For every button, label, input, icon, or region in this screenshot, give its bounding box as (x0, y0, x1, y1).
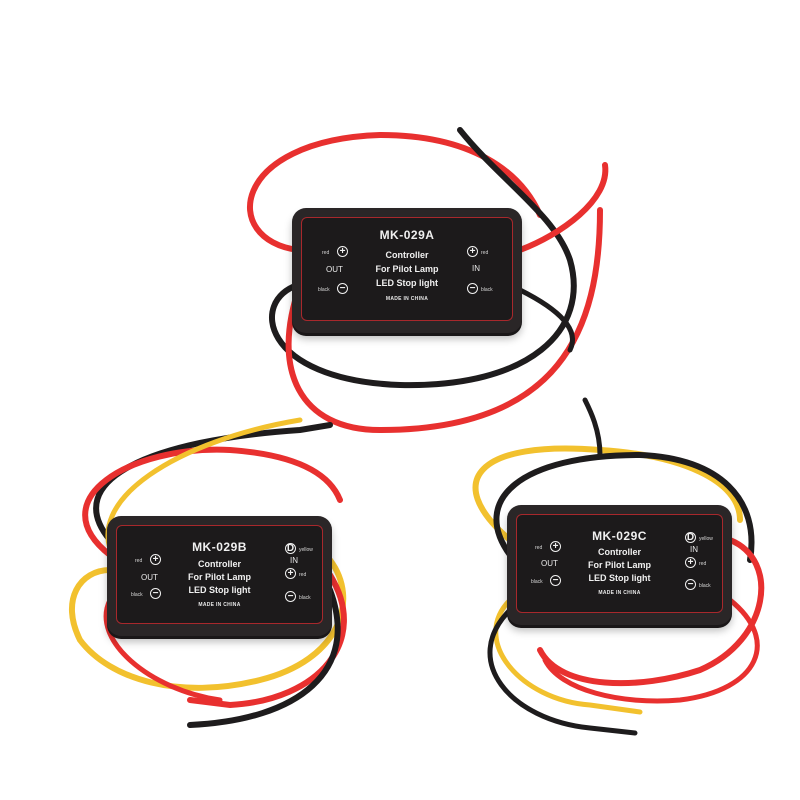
plus-icon: + (150, 554, 161, 565)
in-label: IN (290, 556, 298, 565)
out-label: OUT (141, 573, 158, 582)
label-panel: MK-029B Controller For Pilot Lamp LED St… (116, 525, 323, 624)
minus-icon: − (467, 283, 478, 294)
in-plus-color: red (299, 572, 307, 578)
in-label: IN (690, 545, 698, 554)
model-number: MK-029B (192, 540, 247, 554)
plus-icon: + (285, 568, 296, 579)
in-plus-color: red (699, 561, 707, 567)
out-label: OUT (326, 265, 343, 274)
controller-module-c: MK-029C Controller For Pilot Lamp LED St… (507, 505, 732, 625)
minus-icon: − (550, 575, 561, 586)
in-minus-color: black (481, 287, 493, 293)
minus-icon: − (285, 591, 296, 602)
label-line-3: LED Stop light (376, 278, 438, 288)
label-line-1: Controller (385, 250, 429, 260)
in-minus-color: black (699, 583, 711, 589)
out-label: OUT (541, 559, 558, 568)
in-label: IN (472, 264, 480, 273)
label-line-2: For Pilot Lamp (375, 264, 439, 274)
plus-icon: + (467, 246, 478, 257)
out-minus-color: black (318, 287, 330, 293)
out-plus-color: red (322, 250, 330, 256)
out-plus-color: red (535, 545, 543, 551)
out-minus-color: black (131, 592, 143, 598)
minus-icon: − (150, 588, 161, 599)
in-plus-color: red (481, 250, 489, 256)
in-minus-color: black (299, 595, 311, 601)
label-line-1: Controller (197, 559, 241, 569)
label-line-1: Controller (597, 547, 641, 557)
label-line-3: LED Stop light (588, 573, 651, 583)
model-number: MK-029A (379, 228, 435, 242)
controller-module-b: MK-029B Controller For Pilot Lamp LED St… (107, 516, 332, 636)
minus-icon: − (337, 283, 348, 294)
minus-icon: − (685, 579, 696, 590)
label-line-2: For Pilot Lamp (588, 560, 651, 570)
made-in-label: MADE IN CHINA (598, 590, 641, 596)
label-panel: MK-029C Controller For Pilot Lamp LED St… (516, 514, 723, 613)
plus-icon: + (685, 557, 696, 568)
d-icon: D (685, 532, 696, 543)
out-minus-color: black (531, 579, 543, 585)
controller-module-a: MK-029A Controller For Pilot Lamp LED St… (292, 208, 522, 333)
plus-icon: + (337, 246, 348, 257)
out-plus-color: red (135, 558, 143, 564)
made-in-label: MADE IN CHINA (385, 296, 429, 302)
d-icon: D (285, 543, 296, 554)
model-number: MK-029C (592, 529, 647, 543)
in-d-color: yellow (299, 547, 313, 553)
made-in-label: MADE IN CHINA (198, 602, 241, 608)
plus-icon: + (550, 541, 561, 552)
label-panel: MK-029A Controller For Pilot Lamp LED St… (301, 217, 513, 321)
label-line-3: LED Stop light (188, 585, 251, 595)
in-d-color: yellow (699, 536, 713, 542)
label-line-2: For Pilot Lamp (188, 572, 251, 582)
